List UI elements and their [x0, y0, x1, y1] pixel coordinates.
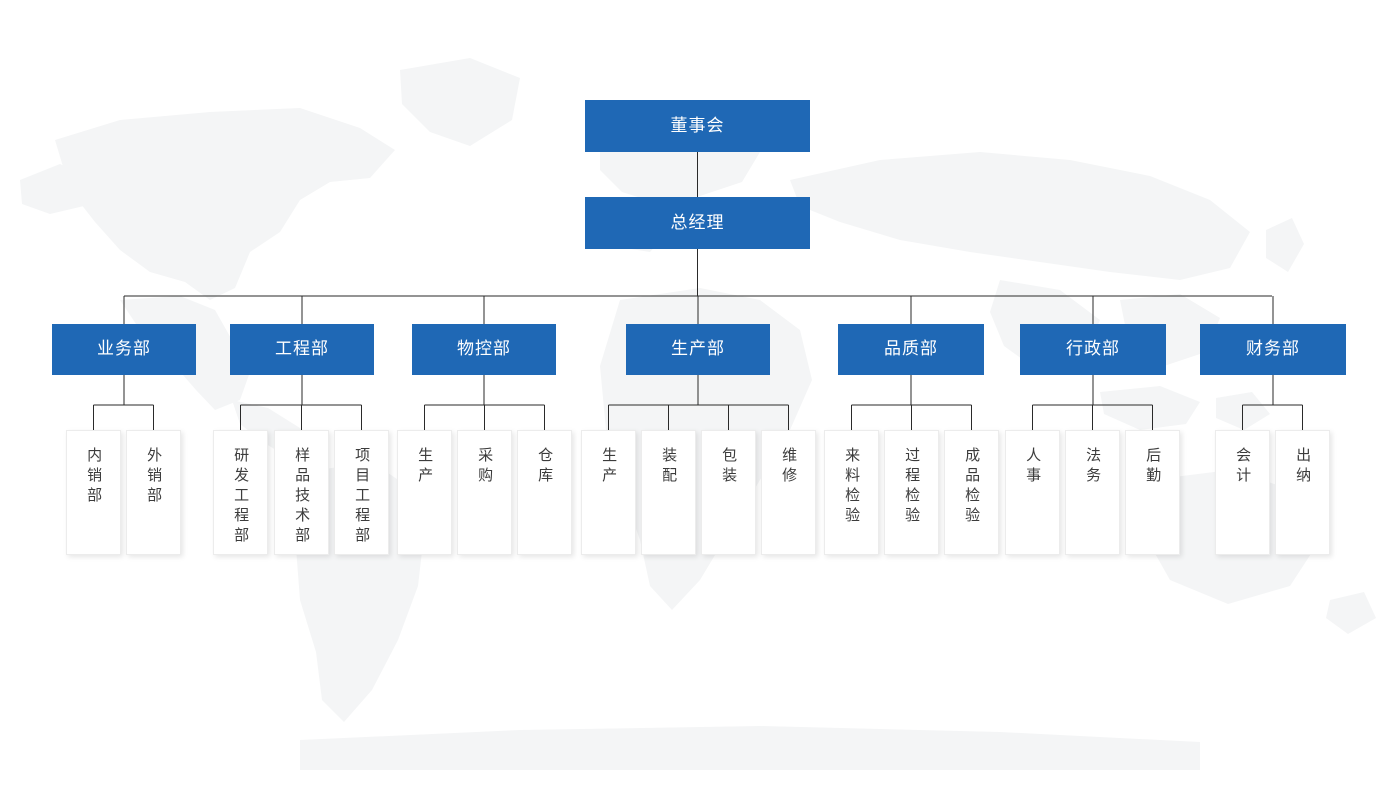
- node-department-sales[interactable]: 业务部: [52, 324, 196, 375]
- node-team-finance--0[interactable]: 会计: [1215, 430, 1270, 555]
- node-team-administration--0[interactable]: 人事: [1005, 430, 1060, 555]
- node-team-quality--0[interactable]: 来料检验: [824, 430, 879, 555]
- node-team-material-control--2[interactable]: 仓库: [517, 430, 572, 555]
- node-team-sales--0-label: 内销部: [85, 447, 103, 507]
- node-team-material-control--0[interactable]: 生产: [397, 430, 452, 555]
- node-team-production--0[interactable]: 生产: [581, 430, 636, 555]
- node-team-engineering--0-label: 研发工程部: [232, 447, 250, 547]
- node-department-engineering[interactable]: 工程部: [230, 324, 374, 375]
- node-team-quality--0-label: 来料检验: [843, 447, 861, 527]
- node-board-of-directors[interactable]: 董事会: [585, 100, 810, 152]
- node-department-administration-label: 行政部: [1066, 339, 1120, 359]
- node-team-production--3-label: 维修: [780, 447, 798, 487]
- node-team-production--2-label: 包装: [720, 447, 738, 487]
- node-board-of-directors-label: 董事会: [670, 115, 725, 135]
- node-team-quality--2-label: 成品检验: [963, 447, 981, 527]
- node-team-quality--1-label: 过程检验: [903, 447, 921, 527]
- node-team-material-control--2-label: 仓库: [536, 447, 554, 487]
- node-team-sales--1-label: 外销部: [145, 447, 163, 507]
- node-general-manager-label: 总经理: [670, 212, 725, 232]
- node-department-finance-label: 财务部: [1246, 339, 1300, 359]
- node-department-engineering-label: 工程部: [275, 339, 329, 359]
- node-team-finance--0-label: 会计: [1234, 447, 1252, 487]
- node-department-finance[interactable]: 财务部: [1200, 324, 1346, 375]
- node-team-material-control--1-label: 采购: [476, 447, 494, 487]
- node-team-finance--1-label: 出纳: [1294, 447, 1312, 487]
- node-department-production-label: 生产部: [671, 339, 725, 359]
- node-team-production--1[interactable]: 装配: [641, 430, 696, 555]
- node-team-production--2[interactable]: 包装: [701, 430, 756, 555]
- node-team-administration--2[interactable]: 后勤: [1125, 430, 1180, 555]
- node-team-sales--1[interactable]: 外销部: [126, 430, 181, 555]
- node-team-quality--2[interactable]: 成品检验: [944, 430, 999, 555]
- node-team-engineering--1-label: 样品技术部: [293, 447, 311, 547]
- node-department-material-control-label: 物控部: [457, 339, 511, 359]
- node-team-administration--1[interactable]: 法务: [1065, 430, 1120, 555]
- node-team-administration--2-label: 后勤: [1144, 447, 1162, 487]
- node-team-material-control--1[interactable]: 采购: [457, 430, 512, 555]
- node-team-finance--1[interactable]: 出纳: [1275, 430, 1330, 555]
- node-team-engineering--1[interactable]: 样品技术部: [274, 430, 329, 555]
- node-general-manager[interactable]: 总经理: [585, 197, 810, 249]
- node-team-engineering--2[interactable]: 项目工程部: [334, 430, 389, 555]
- node-team-production--1-label: 装配: [660, 447, 678, 487]
- node-department-quality-label: 品质部: [884, 339, 938, 359]
- node-team-production--3[interactable]: 维修: [761, 430, 816, 555]
- node-department-production[interactable]: 生产部: [626, 324, 770, 375]
- node-team-quality--1[interactable]: 过程检验: [884, 430, 939, 555]
- node-department-quality[interactable]: 品质部: [838, 324, 984, 375]
- node-department-sales-label: 业务部: [97, 339, 151, 359]
- node-team-production--0-label: 生产: [600, 447, 618, 487]
- node-team-engineering--0[interactable]: 研发工程部: [213, 430, 268, 555]
- node-team-sales--0[interactable]: 内销部: [66, 430, 121, 555]
- node-team-administration--0-label: 人事: [1024, 447, 1042, 487]
- node-team-material-control--0-label: 生产: [416, 447, 434, 487]
- node-team-engineering--2-label: 项目工程部: [353, 447, 371, 547]
- node-department-material-control[interactable]: 物控部: [412, 324, 556, 375]
- node-department-administration[interactable]: 行政部: [1020, 324, 1166, 375]
- node-team-administration--1-label: 法务: [1084, 447, 1102, 487]
